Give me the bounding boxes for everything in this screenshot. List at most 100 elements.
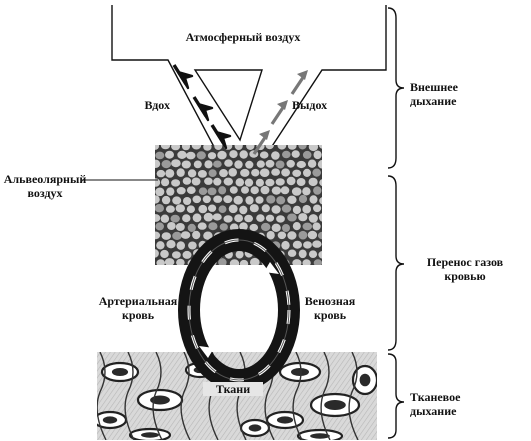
alveolus-cell bbox=[213, 177, 222, 186]
alveolus-cell bbox=[183, 197, 192, 205]
exhale-arrow-shaft bbox=[270, 105, 286, 125]
venous-blood-label: Венозная кровь bbox=[290, 294, 370, 322]
alveolus-cell bbox=[218, 258, 227, 265]
alveolus-cell bbox=[302, 222, 313, 231]
alveolus-cell bbox=[271, 151, 280, 160]
alveolus-cell bbox=[325, 168, 333, 177]
alveolus-cell bbox=[240, 168, 250, 177]
alveolus-cell bbox=[308, 250, 318, 258]
alveolus-cell bbox=[203, 145, 212, 151]
alveolus-cell bbox=[245, 196, 254, 205]
alveolus-cell bbox=[172, 231, 182, 240]
alveolus-cell bbox=[318, 251, 322, 259]
alveolus-cell bbox=[319, 179, 322, 187]
alveolus-cell bbox=[155, 187, 165, 197]
alveolus-cell bbox=[166, 187, 175, 196]
alveolus-cell bbox=[287, 195, 297, 204]
alveolus-cell bbox=[191, 177, 201, 186]
alveolus-cell bbox=[213, 160, 222, 168]
alveolus-cell bbox=[287, 249, 297, 257]
alveolus-cell bbox=[265, 214, 275, 222]
alveolus-cell bbox=[234, 145, 243, 150]
alveolus-cell bbox=[239, 205, 248, 215]
alveolus-cell bbox=[261, 204, 270, 213]
alveolus-cell bbox=[182, 177, 192, 185]
alveolus-cell bbox=[155, 145, 160, 150]
alveolus-cell bbox=[191, 145, 202, 150]
alveolus-cell bbox=[239, 259, 249, 265]
alveolus-cell bbox=[192, 230, 201, 240]
tissue-fiber bbox=[348, 352, 359, 440]
airway-divider-triangle bbox=[193, 69, 263, 142]
alveolar-air-label: Альвеолярный воздух bbox=[0, 172, 90, 200]
alveolus-cell bbox=[271, 186, 282, 195]
venous-blood-label-line1: Венозная bbox=[304, 294, 356, 308]
alveolus-cell bbox=[324, 205, 333, 213]
alveolus-cell bbox=[287, 231, 297, 240]
exhale-arrow bbox=[277, 100, 288, 110]
tissue-cell-nucleus bbox=[291, 367, 309, 377]
tissue-cell-nucleus bbox=[248, 424, 262, 432]
alveolus-cell bbox=[187, 169, 197, 178]
tissue-cell-nucleus bbox=[141, 432, 159, 438]
alveolus-cell bbox=[286, 176, 296, 186]
tissue-cell-nucleus bbox=[359, 373, 371, 387]
alveolus-cell bbox=[160, 249, 169, 259]
alveolus-cell bbox=[203, 212, 214, 222]
alveolus-cell bbox=[303, 241, 312, 249]
alveolus-cell bbox=[298, 194, 308, 204]
alveolus-cell bbox=[171, 145, 181, 151]
alveolus-cell bbox=[265, 145, 274, 150]
inhale-arrows bbox=[172, 64, 232, 150]
alveolus-cell bbox=[207, 152, 217, 160]
alveolus-cell bbox=[259, 168, 270, 177]
alveolus-cell bbox=[313, 259, 322, 265]
alveolus-cell bbox=[193, 160, 202, 169]
alveolus-cell bbox=[313, 186, 322, 195]
tissue-fiber bbox=[124, 352, 135, 440]
exhale-label: Выдох bbox=[292, 98, 328, 112]
alveoli-tissue bbox=[155, 145, 333, 267]
alveolus-cell bbox=[218, 205, 227, 213]
alveolus-cell bbox=[271, 223, 281, 232]
alveolus-cell bbox=[165, 205, 175, 213]
alveolus-cell bbox=[233, 195, 243, 205]
tissue-fiber bbox=[97, 352, 107, 440]
alveolus-cell bbox=[229, 259, 240, 265]
alveolus-cell bbox=[229, 186, 238, 194]
alveolus-cell bbox=[291, 150, 300, 158]
arterial-blood-label: Артериальная кровь bbox=[90, 294, 186, 322]
arterial-blood-label-line1: Артериальная bbox=[98, 294, 178, 308]
alveolus-cell bbox=[186, 151, 196, 160]
tissue-cell-nucleus bbox=[276, 416, 294, 424]
alveolus-cell bbox=[187, 223, 196, 232]
alveolus-cell bbox=[280, 186, 290, 195]
alveolus-cell bbox=[249, 204, 259, 213]
alveolus-cell bbox=[312, 240, 322, 248]
alveolus-cell bbox=[214, 145, 223, 150]
alveolus-cell bbox=[324, 259, 333, 267]
alveolus-cell bbox=[323, 242, 332, 250]
stage-tissue-respiration-line1: Тканевое bbox=[410, 390, 461, 404]
stage-external-respiration-line2: дыхание bbox=[410, 94, 457, 108]
stage-tissue-respiration: Тканевое дыхание bbox=[410, 390, 520, 418]
inhale-arrow-shaft bbox=[192, 96, 208, 117]
alveolus-cell bbox=[307, 159, 317, 168]
alveolus-cell bbox=[176, 241, 185, 250]
alveolus-cell bbox=[181, 160, 191, 169]
alveolus-cell bbox=[276, 215, 285, 223]
alveolus-cell bbox=[172, 251, 181, 259]
alveolus-cell bbox=[255, 196, 264, 204]
exhale-arrow bbox=[259, 130, 270, 140]
alveolus-cell bbox=[266, 195, 276, 204]
alveolus-cell bbox=[298, 145, 307, 150]
alveolus-cell bbox=[309, 195, 318, 204]
alveolus-cell bbox=[235, 178, 245, 187]
alveolus-cell bbox=[161, 178, 170, 187]
alveolus-cell bbox=[265, 178, 275, 187]
alveolus-cell bbox=[228, 204, 238, 214]
alveolus-cell bbox=[182, 214, 191, 223]
alveolus-cell bbox=[213, 195, 223, 203]
